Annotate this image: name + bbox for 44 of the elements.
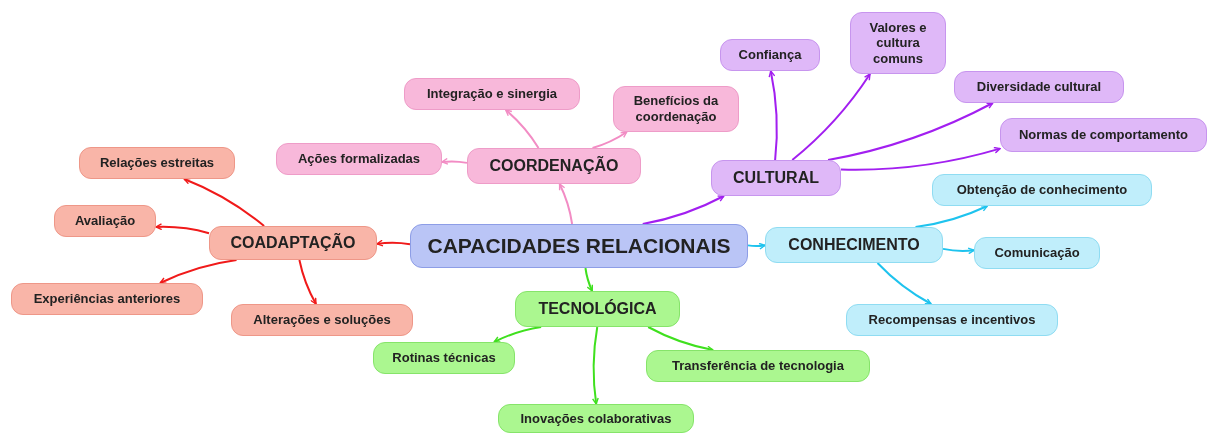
arrow: [840, 146, 1001, 171]
subtopic-box: Alterações e soluções: [231, 304, 413, 336]
subtopic-box: Valores e cultura comuns: [850, 12, 946, 74]
arrow: [558, 183, 574, 225]
arrow: [441, 157, 468, 165]
arrow: [155, 223, 210, 235]
subtopic-box: Inovações colaborativas: [498, 404, 694, 433]
arrow: [747, 242, 766, 250]
arrow: [641, 195, 725, 225]
subtopic-box: Integração e sinergia: [404, 78, 580, 110]
arrow: [768, 70, 778, 161]
arrow: [791, 73, 871, 161]
arrow: [914, 205, 989, 228]
subtopic-box: Benefícios da coordenação: [613, 86, 739, 132]
arrow: [493, 326, 543, 343]
arrow: [376, 239, 411, 247]
branch-topic-box: CULTURAL: [711, 160, 841, 196]
subtopic-box: Transferência de tecnologia: [646, 350, 870, 382]
arrow: [159, 259, 238, 284]
subtopic-box: Confiança: [720, 39, 820, 71]
central-topic-box: CAPACIDADES RELACIONAIS: [410, 224, 748, 268]
branch-topic-box: TECNOLÓGICA: [515, 291, 680, 327]
subtopic-box: Comunicação: [974, 237, 1100, 269]
branch-topic-box: CONHECIMENTO: [765, 227, 943, 263]
branch-topic-box: COADAPTAÇÃO: [209, 226, 377, 260]
subtopic-box: Ações formalizadas: [276, 143, 442, 175]
arrow: [591, 131, 628, 149]
arrow: [298, 259, 317, 305]
arrow: [183, 177, 266, 227]
subtopic-box: Relações estreitas: [79, 147, 235, 179]
arrow: [592, 326, 599, 405]
arrow: [584, 267, 594, 292]
subtopic-box: Recompensas e incentivos: [846, 304, 1058, 336]
subtopic-box: Avaliação: [54, 205, 156, 237]
subtopic-box: Obtenção de conhecimento: [932, 174, 1152, 206]
subtopic-box: Rotinas técnicas: [373, 342, 515, 374]
arrow: [504, 109, 540, 149]
arrow: [876, 262, 933, 305]
branch-topic-box: COORDENAÇÃO: [467, 148, 641, 184]
arrow: [942, 247, 975, 255]
subtopic-box: Diversidade cultural: [954, 71, 1124, 103]
subtopic-box: Normas de comportamento: [1000, 118, 1207, 152]
subtopic-box: Experiências anteriores: [11, 283, 203, 315]
arrow: [827, 102, 994, 161]
